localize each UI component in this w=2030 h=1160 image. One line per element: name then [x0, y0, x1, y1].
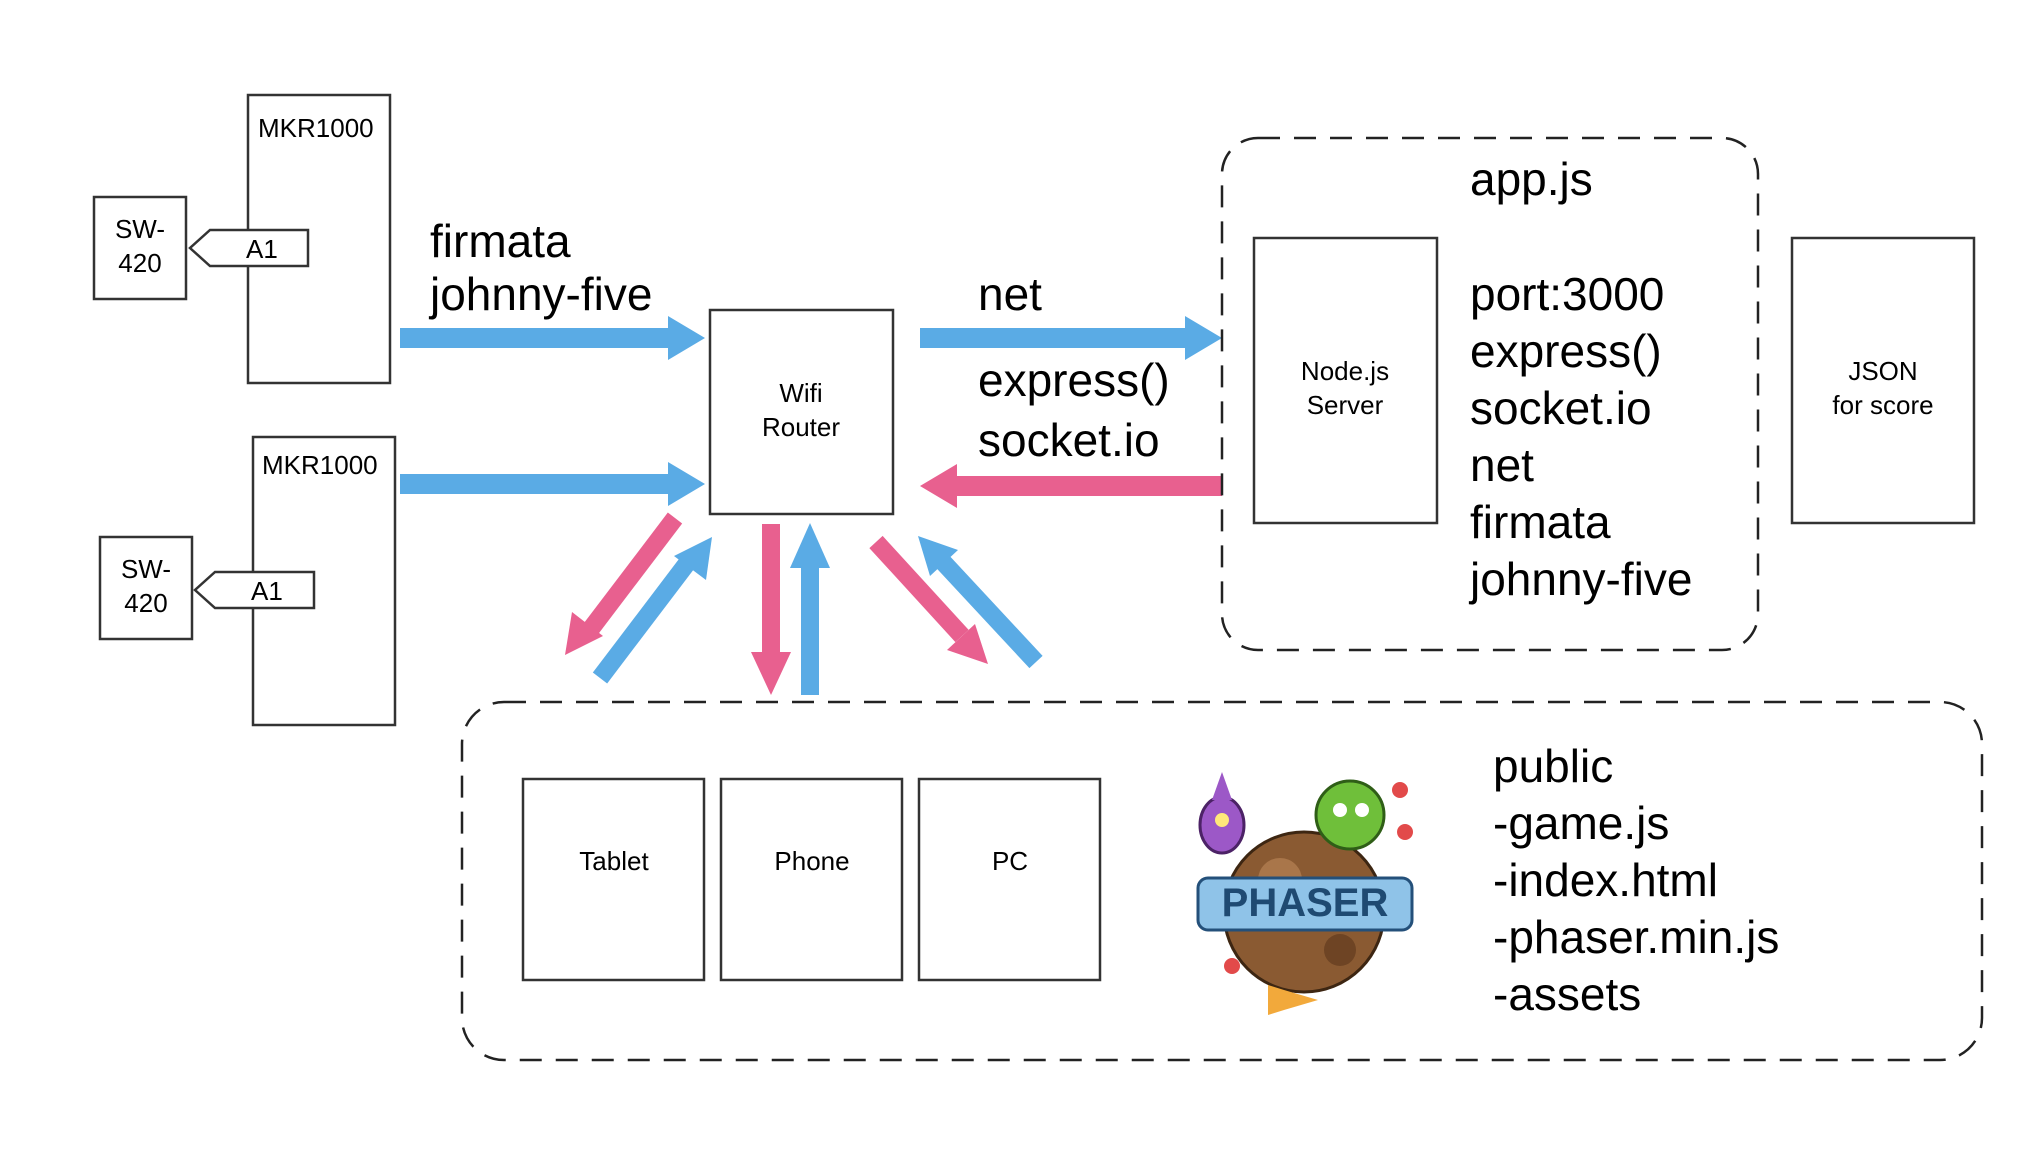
arrow-tablet-to-router-head [674, 537, 712, 580]
sw420-bottom-line1: SW- [121, 554, 171, 584]
client-group-border [460, 700, 1984, 1062]
protocol-socketio: socket.io [978, 414, 1160, 466]
arrow-router-to-tablet-head [565, 612, 603, 655]
app-item-johnny-five: johnny-five [1468, 553, 1692, 605]
app-item-express: express() [1470, 325, 1662, 377]
public-file-game: -game.js [1493, 797, 1669, 849]
sw420-top-line2: 420 [118, 248, 161, 278]
arrow-router-to-pc-head [947, 624, 988, 664]
wifi-router-line1: Wifi [779, 378, 822, 408]
mkr1000-bottom-label: MKR1000 [262, 450, 378, 480]
pin-a1-bottom [193, 570, 316, 610]
arrow-router-to-phone-head [751, 652, 791, 695]
json-score-line1: JSON [1848, 356, 1917, 386]
arrow-pc-to-router [936, 555, 1043, 669]
arrow-router-to-phone [762, 524, 780, 652]
server-group: app.js Node.js Server port:3000 express(… [1220, 136, 1760, 652]
public-file-index: -index.html [1493, 854, 1718, 906]
node-server-line2: Server [1307, 390, 1384, 420]
sw420-top-line1: SW- [115, 214, 165, 244]
sw420-top: SW- 420 [92, 195, 188, 301]
arrow-server-to-router [920, 464, 1222, 508]
mkr1000-top: MKR1000 A1 [188, 93, 392, 385]
server-group-title: app.js [1470, 153, 1593, 205]
pin-a1-bottom-label: A1 [251, 576, 283, 606]
mkr1000-bottom: MKR1000 A1 [193, 435, 397, 727]
arrow-mkr-bottom-to-router [400, 462, 705, 506]
arrow-router-to-tablet [582, 512, 683, 636]
json-score-box [1790, 236, 1976, 525]
arrow-router-to-server [920, 316, 1222, 360]
public-file-phaser: -phaser.min.js [1493, 911, 1779, 963]
wifi-router-box [708, 308, 895, 516]
sw420-bottom-box [98, 535, 194, 641]
sw420-bottom: SW- 420 [98, 535, 194, 641]
sw420-bottom-line2: 420 [124, 588, 167, 618]
public-title: public [1493, 740, 1613, 792]
app-item-socketio: socket.io [1470, 382, 1652, 434]
arrow-mkr-top-to-router [400, 316, 705, 360]
public-file-assets: -assets [1493, 968, 1641, 1020]
arrow-phone-to-router [801, 568, 819, 695]
wifi-router: Wifi Router [708, 308, 895, 516]
client-phone-label: Phone [774, 846, 849, 876]
pin-a1-top-label: A1 [246, 234, 278, 264]
mkr1000-top-label: MKR1000 [258, 113, 374, 143]
app-item-firmata: firmata [1470, 496, 1611, 548]
app-item-port: port:3000 [1470, 268, 1664, 320]
node-server-line1: Node.js [1301, 356, 1389, 386]
client-group: Tablet Phone PC PHASER public -game.js -… [460, 700, 1984, 1062]
client-pc-label: PC [992, 846, 1028, 876]
protocol-firmata: firmata [430, 215, 571, 267]
arrow-phone-to-router-head [790, 523, 830, 568]
protocol-johnny-five: johnny-five [428, 268, 652, 320]
protocol-express: express() [978, 354, 1170, 406]
sw420-top-box [92, 195, 188, 301]
protocol-net: net [978, 268, 1042, 320]
client-pc-box [917, 777, 1102, 982]
phaser-logo: PHASER [1196, 772, 1414, 1015]
phaser-logo-text: PHASER [1222, 881, 1389, 925]
server-group-border [1220, 136, 1760, 652]
app-item-net: net [1470, 439, 1534, 491]
arrow-tablet-to-router [592, 556, 696, 684]
wifi-router-line2: Router [762, 412, 840, 442]
pin-a1-top [188, 228, 310, 268]
json-score: JSON for score [1790, 236, 1976, 525]
arrow-router-to-pc [869, 535, 969, 643]
arrows [400, 316, 1222, 695]
client-tablet-label: Tablet [579, 846, 649, 876]
node-server-box [1252, 236, 1439, 525]
json-score-line2: for score [1832, 390, 1933, 420]
client-phone-box [719, 777, 904, 982]
arrow-pc-to-router-head [918, 536, 958, 576]
client-tablet-box [521, 777, 706, 982]
